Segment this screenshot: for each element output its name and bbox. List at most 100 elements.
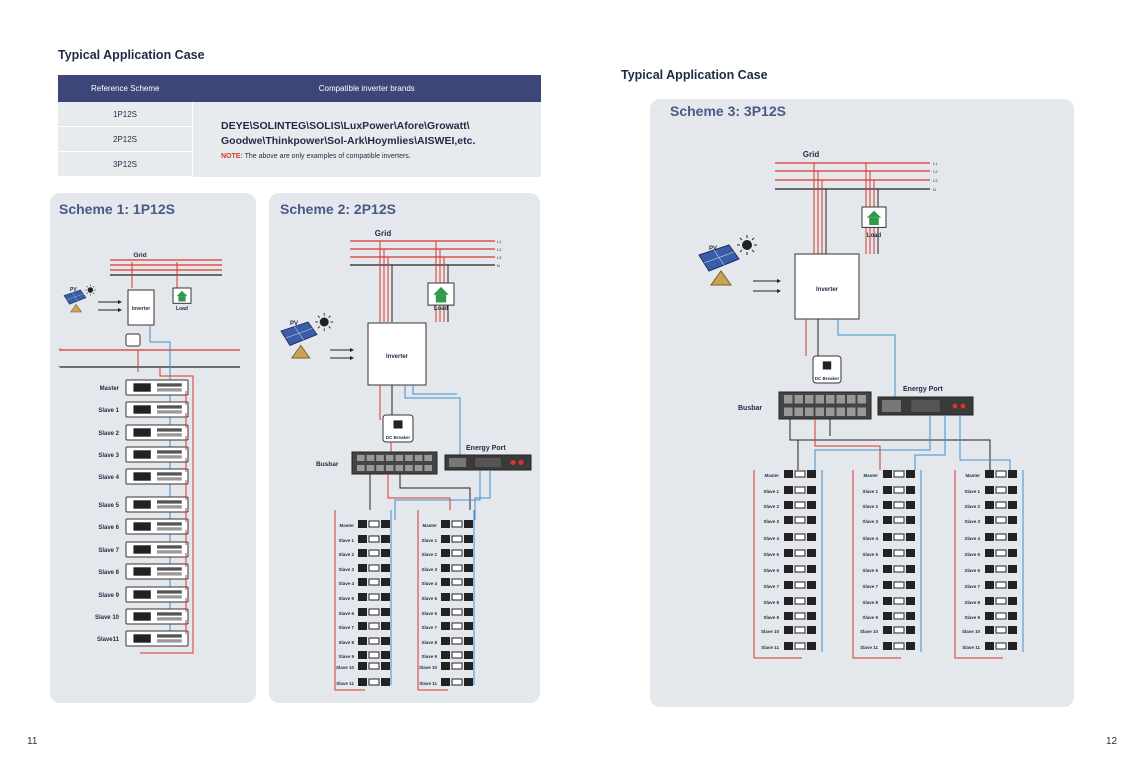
battery-terminal-right xyxy=(906,501,915,509)
battery-body xyxy=(893,533,905,541)
busbar-terminal xyxy=(405,455,413,461)
battery-body xyxy=(893,597,905,605)
dc-breaker-label: DC Breaker xyxy=(815,376,840,381)
dc-breaker-switch xyxy=(393,420,403,429)
busbar-terminal xyxy=(784,395,793,404)
battery-body xyxy=(451,637,463,645)
battery-label: Slave 5 xyxy=(964,552,980,557)
comm-wire xyxy=(914,415,946,470)
battery-label: Slave 4 xyxy=(421,581,437,586)
sun-ray xyxy=(317,326,321,329)
grid-line-label: L3 xyxy=(933,178,938,183)
battery-panel xyxy=(157,455,182,459)
battery-terminal-right xyxy=(1008,612,1017,620)
battery-label: Slave 3 xyxy=(763,519,779,524)
battery-terminal-left xyxy=(358,651,367,659)
battery-panel xyxy=(157,634,182,638)
battery-terminal-left xyxy=(441,520,450,528)
series-wire xyxy=(954,470,1003,659)
battery-body xyxy=(794,470,806,478)
battery-terminal-left xyxy=(441,578,450,586)
busbar-terminal xyxy=(385,455,394,461)
battery-terminal-right xyxy=(1008,581,1017,589)
battery-terminal-left xyxy=(441,564,450,572)
battery-terminal-left xyxy=(985,612,994,620)
series-wire xyxy=(334,510,365,691)
battery-label: Slave 8 xyxy=(338,640,354,645)
battery-body xyxy=(995,612,1007,620)
battery-label: Slave 2 xyxy=(964,504,980,509)
busbar-body xyxy=(778,391,872,420)
battery-connector-block xyxy=(133,428,151,437)
brands-line-1: DEYE\SOLINTEG\SOLIS\LuxPower\Afore\Growa… xyxy=(221,119,470,132)
battery-module xyxy=(125,424,189,441)
battery-terminal-left xyxy=(358,520,367,528)
battery-panel xyxy=(157,522,182,526)
battery-body xyxy=(794,612,806,620)
battery-connector-block xyxy=(133,545,151,554)
busbar-terminal xyxy=(376,465,384,471)
battery-label: Slave 8 xyxy=(421,640,437,645)
dc-breaker-switch xyxy=(822,361,832,370)
battery-terminal-left xyxy=(784,549,793,557)
comm-wire xyxy=(394,470,481,520)
series-wire xyxy=(753,470,802,659)
battery-module xyxy=(125,630,189,647)
pv-label: PV xyxy=(709,246,717,252)
load-label: Load xyxy=(434,306,449,312)
battery-terminal-left xyxy=(883,470,892,478)
battery-terminal-left xyxy=(883,642,892,650)
battery-body xyxy=(368,578,380,586)
battery-body xyxy=(368,662,380,670)
battery-terminal-left xyxy=(985,486,994,494)
battery-body xyxy=(995,642,1007,650)
busbar-terminal xyxy=(385,465,394,471)
battery-label: Slave 3 xyxy=(964,519,980,524)
battery-terminal-right xyxy=(906,516,915,524)
battery-terminal-right xyxy=(807,612,816,620)
battery-label: Slave 10 xyxy=(419,665,438,670)
pv-stand xyxy=(70,303,83,313)
battery-terminal-left xyxy=(358,549,367,557)
battery-terminal-right xyxy=(1008,516,1017,524)
battery-body xyxy=(368,593,380,601)
battery-body xyxy=(794,597,806,605)
battery-terminal-right xyxy=(381,637,390,645)
battery-body xyxy=(368,549,380,557)
battery-terminal-left xyxy=(358,622,367,630)
battery-terminal-right xyxy=(1008,549,1017,557)
battery-label: Master xyxy=(339,523,354,528)
busbar-terminal xyxy=(805,407,814,416)
battery-terminal-right xyxy=(1008,533,1017,541)
inverter-box xyxy=(367,322,427,386)
battery-terminal-right xyxy=(381,622,390,630)
battery-body xyxy=(451,622,463,630)
battery-label: Slave 8 xyxy=(964,600,980,605)
battery-terminal-right xyxy=(807,516,816,524)
series-wire xyxy=(140,367,194,654)
battery-label: Slave 4 xyxy=(98,475,119,481)
battery-body xyxy=(995,565,1007,573)
battery-body xyxy=(368,622,380,630)
battery-terminal-right xyxy=(1008,501,1017,509)
battery-body xyxy=(893,486,905,494)
battery-body xyxy=(893,612,905,620)
battery-body xyxy=(893,626,905,634)
battery-terminal-right xyxy=(464,564,473,572)
battery-terminal-left xyxy=(784,565,793,573)
busbar-terminal xyxy=(357,455,365,461)
brands-line-2: Goodwe\Thinkpower\Sol-Ark\Hoymlies\AISWE… xyxy=(221,134,476,147)
flow-arrowhead xyxy=(777,289,781,293)
battery-terminal-left xyxy=(883,516,892,524)
note-text: The above are only examples of compatibl… xyxy=(242,152,411,160)
battery-body xyxy=(368,535,380,543)
battery-terminal-right xyxy=(906,565,915,573)
page-number-right: 12 xyxy=(1106,736,1118,747)
busbar-terminal xyxy=(366,465,375,471)
battery-panel xyxy=(157,433,182,437)
battery-label: Slave 5 xyxy=(98,503,119,509)
house-icon-base xyxy=(435,294,447,303)
battery-module xyxy=(125,496,189,513)
busbar-terminal xyxy=(815,407,824,416)
